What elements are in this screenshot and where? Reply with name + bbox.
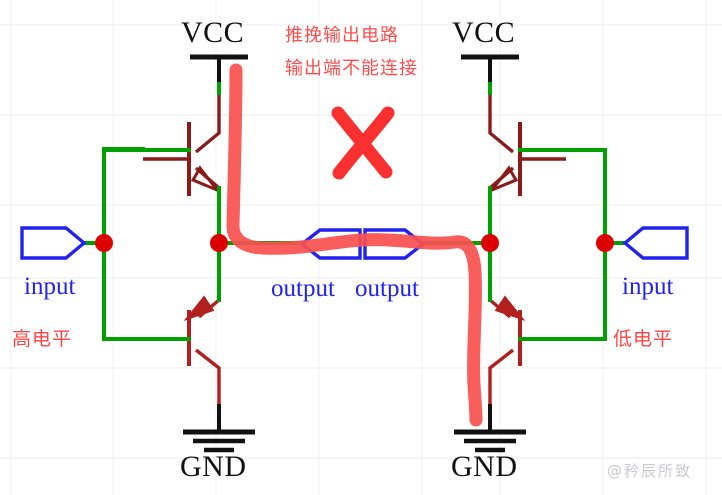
note-line-1: 推挽输出电路 [285, 25, 399, 46]
left-circuit-group [20, 54, 362, 453]
left-lower-pnp-transistor [143, 245, 221, 404]
right-vcc-symbol [461, 54, 519, 122]
right-input-junction-dot [596, 234, 614, 252]
left-vcc-symbol [190, 54, 248, 122]
left-upper-npn-emitter-arrow [190, 165, 222, 194]
right-input-port-shape[interactable] [622, 226, 689, 260]
right-logic-level-label: 低电平 [613, 328, 674, 350]
right-circuit-group [363, 54, 689, 453]
left-logic-level-label: 高电平 [12, 328, 73, 350]
right-gnd-symbol [454, 429, 526, 453]
right-input-label: input [622, 273, 674, 300]
right-output-label: output [355, 275, 419, 302]
left-input-junction-dot [95, 234, 113, 252]
left-output-junction-dot [210, 234, 228, 252]
right-lower-pnp-transistor [488, 245, 566, 404]
left-vcc-label: VCC [181, 16, 245, 49]
note-line-2: 输出端不能连接 [285, 58, 418, 79]
left-gnd-label: GND [180, 450, 247, 483]
error-cross-mark [331, 106, 395, 180]
right-upper-npn-emitter-arrow [487, 165, 519, 194]
left-output-label: output [271, 275, 335, 302]
left-lower-pnp-arrow [183, 295, 215, 322]
right-lower-pnp-arrow [494, 295, 526, 322]
right-vcc-label: VCC [452, 16, 516, 49]
red-highlight-annotation [226, 63, 483, 427]
left-input-label: input [24, 273, 76, 300]
right-output-junction-dot [481, 234, 499, 252]
watermark-label: @矜辰所致 [607, 462, 693, 480]
left-gnd-symbol [183, 429, 255, 453]
left-input-port-shape[interactable] [20, 226, 87, 260]
right-gnd-label: GND [451, 450, 518, 483]
